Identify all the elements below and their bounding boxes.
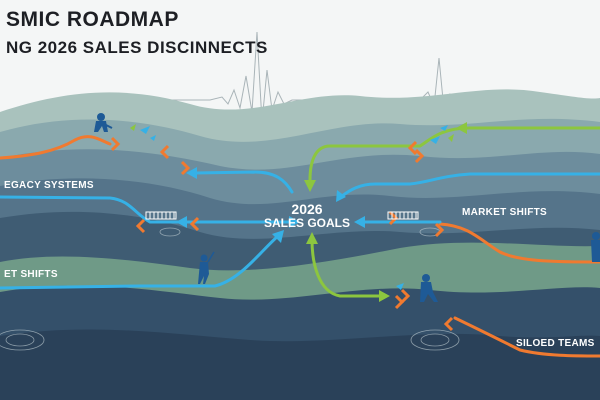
orange-path-top-left — [0, 135, 112, 160]
blue-arrowheads — [176, 167, 365, 243]
arrow-top-mid-left — [186, 167, 197, 179]
arrow-from-center-right — [354, 216, 365, 228]
label-market-shifts-right: MARKET SHIFTS — [462, 207, 548, 218]
arrow-right-in-down — [336, 190, 346, 202]
arrow-green-right — [379, 290, 390, 302]
blue-path-market-left — [0, 234, 280, 290]
walker-figure-left — [198, 251, 215, 284]
blue-fragments — [140, 125, 448, 290]
arrow-green-bottom-up — [306, 232, 318, 244]
sales-goals-year: 2026 — [291, 201, 323, 217]
arrow-green-top-right — [456, 122, 467, 134]
label-legacy-systems: EGACY SYSTEMS — [4, 180, 94, 191]
climber-figure-top — [94, 113, 113, 132]
blue-path-legacy — [0, 195, 294, 224]
arrow-market-left-up — [272, 230, 284, 243]
roadmap-title: SMIC ROADMAP — [6, 8, 179, 31]
green-path-bottom — [310, 238, 382, 298]
arrow-legacy-left — [176, 216, 187, 228]
blue-path-top-mid — [193, 170, 294, 194]
green-arrowheads — [304, 122, 467, 302]
bridge-left — [145, 211, 177, 220]
green-path-top — [308, 126, 600, 182]
arrow-into-center-left — [289, 216, 300, 228]
label-siloed-teams: SILOED TEAMS — [516, 338, 595, 349]
green-fragments — [130, 124, 454, 142]
sales-goals-label: SALES GOALS — [263, 216, 350, 230]
ripple-rings — [0, 227, 460, 351]
label-market-shifts-left: ET SHIFTS — [4, 269, 58, 280]
bridge-right — [387, 211, 419, 220]
arrow-green-top-down — [304, 180, 316, 192]
sales-goals-hub: 2026 SALES GOALS — [262, 202, 352, 230]
figure-right-edge — [591, 232, 600, 262]
orange-path-bottom-right — [453, 316, 600, 358]
blue-path-right-in — [340, 172, 600, 198]
roadmap-subtitle: NG 2026 SALES DISCINNECTS — [6, 38, 268, 57]
hill-layer-8 — [0, 329, 600, 400]
orange-path-right — [438, 222, 600, 264]
runner-figure-bottom — [420, 274, 438, 302]
